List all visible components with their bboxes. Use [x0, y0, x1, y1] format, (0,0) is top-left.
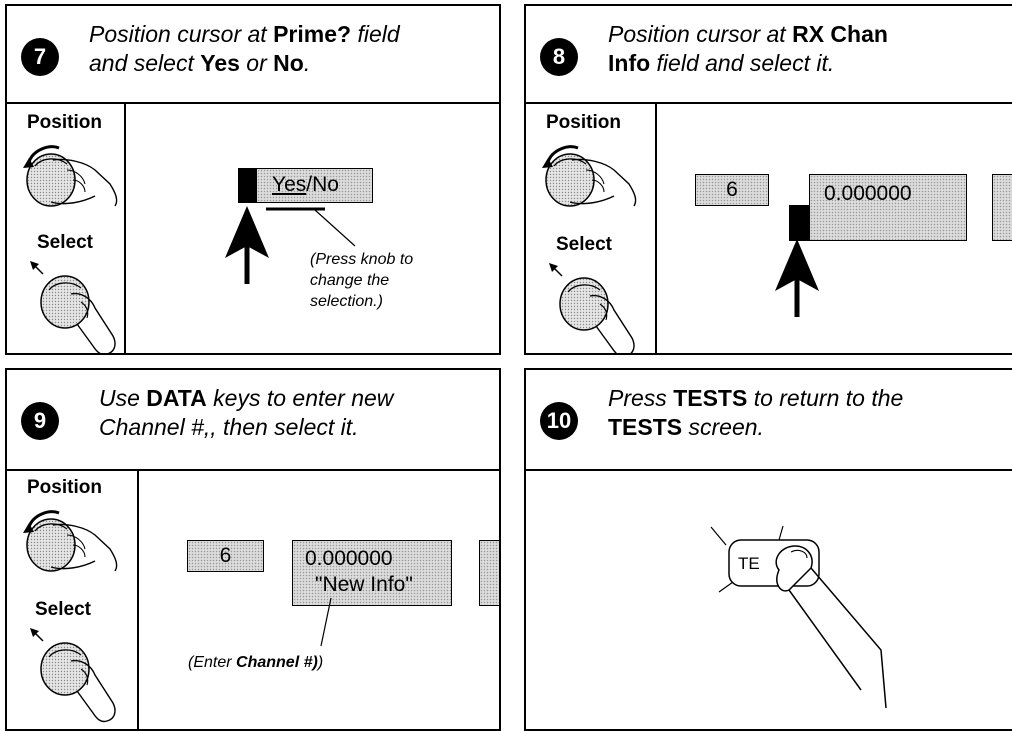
- step-7-cursor: [238, 168, 256, 203]
- select-label: Select: [35, 599, 91, 620]
- prime-yes-no-field: Yes/No: [256, 168, 373, 203]
- position-label: Position: [27, 477, 102, 498]
- step-10-header: 10 Press TESTS to return to the TESTS sc…: [526, 370, 1012, 471]
- step-8-number-badge: 8: [540, 38, 578, 76]
- yes-option: Yes: [272, 173, 307, 196]
- select-label: Select: [556, 234, 612, 255]
- new-info-text: "New Info": [315, 573, 413, 596]
- next-field-partial: [479, 540, 499, 606]
- step-8-header: 8 Position cursor at RX Chan Info field …: [526, 6, 1012, 104]
- up-arrow-icon: [775, 239, 819, 317]
- step-9-note: (Enter Channel #)): [188, 654, 324, 671]
- step-7-instruction: Position cursor at Prime? field and sele…: [89, 21, 400, 76]
- channel-field: 6: [695, 174, 769, 206]
- step-8-knob-column: Position Select: [526, 102, 657, 353]
- next-field-partial: [992, 174, 1012, 241]
- tests-key-press-icon: [710, 525, 887, 709]
- no-option: /No: [306, 173, 339, 196]
- step-10-panel: 10 Press TESTS to return to the TESTS sc…: [524, 368, 1012, 731]
- select-knob-icon: [548, 262, 635, 353]
- channel-value: 0.000000: [305, 547, 393, 570]
- step-8-panel: 8 Position cursor at RX Chan Info field …: [524, 4, 1012, 355]
- step-9-instruction: Use DATA keys to enter new Channel #,, t…: [99, 385, 394, 440]
- step-9-header: 9 Use DATA keys to enter new Channel #,,…: [7, 370, 499, 471]
- step-7-header: 7 Position cursor at Prime? field and se…: [7, 6, 499, 104]
- tests-key-label: TE: [737, 554, 761, 574]
- step-9-panel: 9 Use DATA keys to enter new Channel #,,…: [5, 368, 501, 731]
- step-7-number-badge: 7: [21, 38, 59, 76]
- step-7-panel: 7 Position cursor at Prime? field and se…: [5, 4, 501, 355]
- step-10-number-badge: 10: [540, 402, 578, 440]
- step-9-number-badge: 9: [21, 402, 59, 440]
- rx-chan-info-field: 0.000000: [809, 174, 967, 241]
- position-label: Position: [27, 112, 102, 133]
- step-9-knob-column: Position Select: [7, 469, 139, 729]
- step-7-knob-column: Position Select: [7, 102, 126, 353]
- select-knob-icon: [29, 260, 116, 353]
- select-label: Select: [37, 232, 93, 253]
- step-10-instruction: Press TESTS to return to the TESTS scree…: [608, 385, 904, 440]
- channel-field: 6: [187, 540, 264, 572]
- select-knob-icon: [29, 627, 116, 723]
- position-knob-icon: [540, 145, 638, 208]
- position-knob-icon: [21, 145, 119, 208]
- position-knob-icon: [21, 510, 119, 573]
- rx-chan-info-field: 0.000000 "New Info": [292, 540, 452, 606]
- step-8-instruction: Position cursor at RX Chan Info field an…: [608, 21, 888, 76]
- position-label: Position: [546, 112, 621, 133]
- step-7-note: (Press knob to change the selection.): [310, 251, 414, 310]
- step-8-cursor: [789, 205, 809, 241]
- up-arrow-icon: [225, 206, 269, 284]
